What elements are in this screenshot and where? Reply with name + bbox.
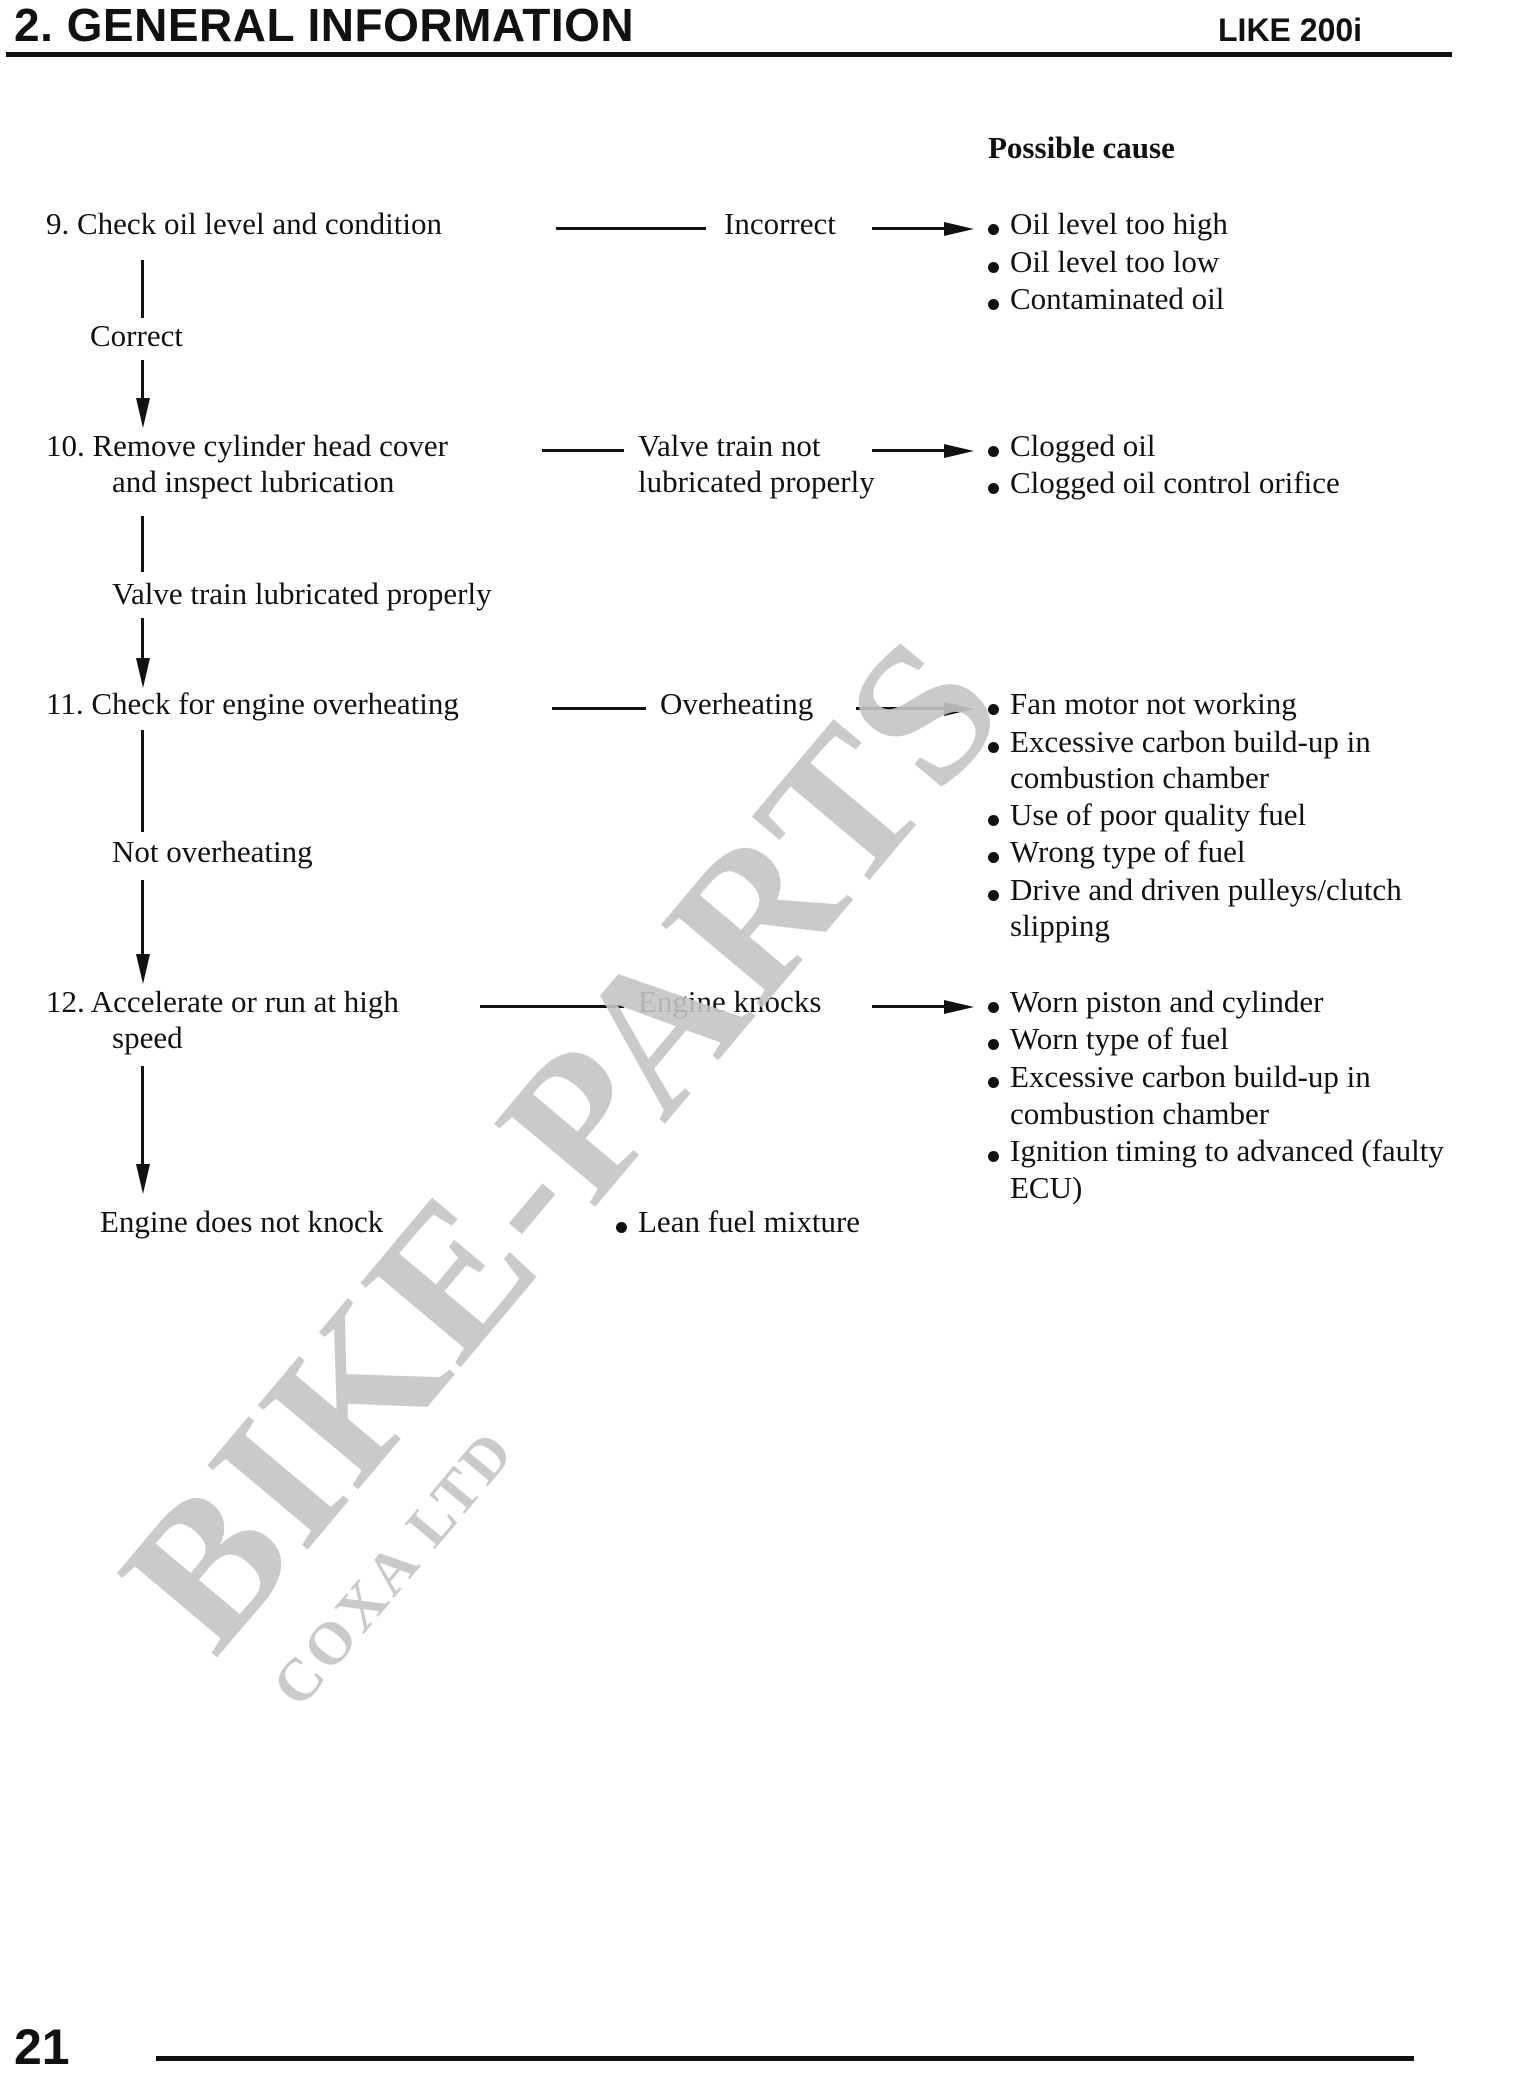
- step-9-arrowhead: [944, 222, 974, 236]
- down-arrowhead: [136, 398, 150, 428]
- bullet: [988, 483, 999, 494]
- model-name: LIKE 200i: [1218, 12, 1363, 48]
- step-10-line1: 10. Remove cylinder head cover: [46, 428, 448, 463]
- vertical-connector: [141, 260, 144, 318]
- bullet: [988, 1039, 999, 1050]
- step-11-next-label: Not overheating: [112, 834, 313, 869]
- down-arrowhead: [136, 954, 150, 984]
- cause-item: Wrong type of fuel: [1010, 834, 1246, 869]
- cause-item: Worn type of fuel: [1010, 1021, 1229, 1056]
- step-11-connector: [552, 707, 646, 710]
- step-9-connector: [556, 227, 706, 230]
- cause-item: Excessive carbon build-up in: [1010, 724, 1371, 759]
- step-12-arrowhead: [944, 1000, 974, 1014]
- step-11-arrowhead: [944, 702, 974, 716]
- step-12-line2: speed: [112, 1020, 183, 1055]
- vertical-connector: [141, 1066, 144, 1166]
- step-12-line1: 12. Accelerate or run at high: [46, 984, 399, 1019]
- bullet: [988, 1077, 999, 1088]
- bullet: [988, 299, 999, 310]
- step-10-line2: and inspect lubrication: [112, 464, 395, 499]
- cause-item: Drive and driven pulleys/clutch: [1010, 872, 1402, 907]
- step-10-connector: [542, 449, 624, 452]
- cause-item: Oil level too low: [1010, 244, 1220, 279]
- footer-rule: [156, 2056, 1414, 2061]
- step-9-label: 9. Check oil level and condition: [46, 206, 443, 241]
- bullet: [616, 1222, 627, 1233]
- step-11-branch: Overheating: [660, 686, 814, 721]
- step-10-branch-line2: lubricated properly: [638, 464, 875, 499]
- cause-item: Contaminated oil: [1010, 281, 1225, 316]
- vertical-connector: [141, 516, 144, 572]
- vertical-connector: [141, 360, 144, 400]
- step-10-next-label: Valve train lubricated properly: [112, 576, 492, 611]
- cause-item: Clogged oil: [1010, 428, 1156, 463]
- step-9-next-label: Correct: [90, 318, 183, 353]
- header-rule: [6, 52, 1452, 57]
- step-12-next-label: Engine does not knock: [100, 1204, 384, 1239]
- cause-item: Worn piston and cylinder: [1010, 984, 1324, 1019]
- step-11-arrow-line: [856, 707, 946, 710]
- final-cause: Lean fuel mixture: [638, 1204, 861, 1239]
- vertical-connector: [141, 880, 144, 956]
- cause-item-continued: combustion chamber: [1010, 760, 1270, 795]
- cause-item-continued: ECU): [1010, 1170, 1083, 1205]
- bullet: [988, 742, 999, 753]
- bullet: [988, 815, 999, 826]
- cause-item-continued: combustion chamber: [1010, 1096, 1270, 1131]
- cause-item: Fan motor not working: [1010, 686, 1297, 721]
- cause-item: Ignition timing to advanced (faulty: [1010, 1133, 1444, 1168]
- cause-item-continued: slipping: [1010, 908, 1110, 943]
- section-title: 2. GENERAL INFORMATION: [14, 0, 635, 51]
- possible-cause-heading: Possible cause: [988, 130, 1175, 165]
- down-arrowhead: [136, 658, 150, 688]
- bullet: [988, 1151, 999, 1162]
- page-number: 21: [14, 2019, 70, 2075]
- watermark-main-text: BIKE-PARTS: [79, 596, 1046, 1688]
- vertical-connector: [141, 730, 144, 832]
- step-9-branch: Incorrect: [724, 206, 836, 241]
- watermark-sub-text: COXA LTD: [259, 1417, 527, 1719]
- cause-item: Use of poor quality fuel: [1010, 797, 1307, 832]
- bullet: [988, 852, 999, 863]
- step-10-branch-line1: Valve train not: [638, 428, 821, 463]
- down-arrowhead: [136, 1164, 150, 1194]
- step-9-arrow-line: [872, 227, 946, 230]
- cause-item: Excessive carbon build-up in: [1010, 1059, 1371, 1094]
- step-12-branch: Engine knocks: [638, 984, 822, 1019]
- bullet: [988, 262, 999, 273]
- bullet: [988, 1002, 999, 1013]
- vertical-connector: [141, 618, 144, 660]
- step-11-label: 11. Check for engine overheating: [46, 686, 459, 721]
- bullet: [988, 890, 999, 901]
- step-12-arrow-line: [872, 1005, 946, 1008]
- cause-item: Clogged oil control orifice: [1010, 465, 1340, 500]
- step-10-arrow-line: [872, 449, 946, 452]
- bullet: [988, 446, 999, 457]
- step-10-arrowhead: [944, 444, 974, 458]
- bullet: [988, 224, 999, 235]
- cause-item: Oil level too high: [1010, 206, 1228, 241]
- bullet: [988, 704, 999, 715]
- step-12-connector: [480, 1005, 624, 1008]
